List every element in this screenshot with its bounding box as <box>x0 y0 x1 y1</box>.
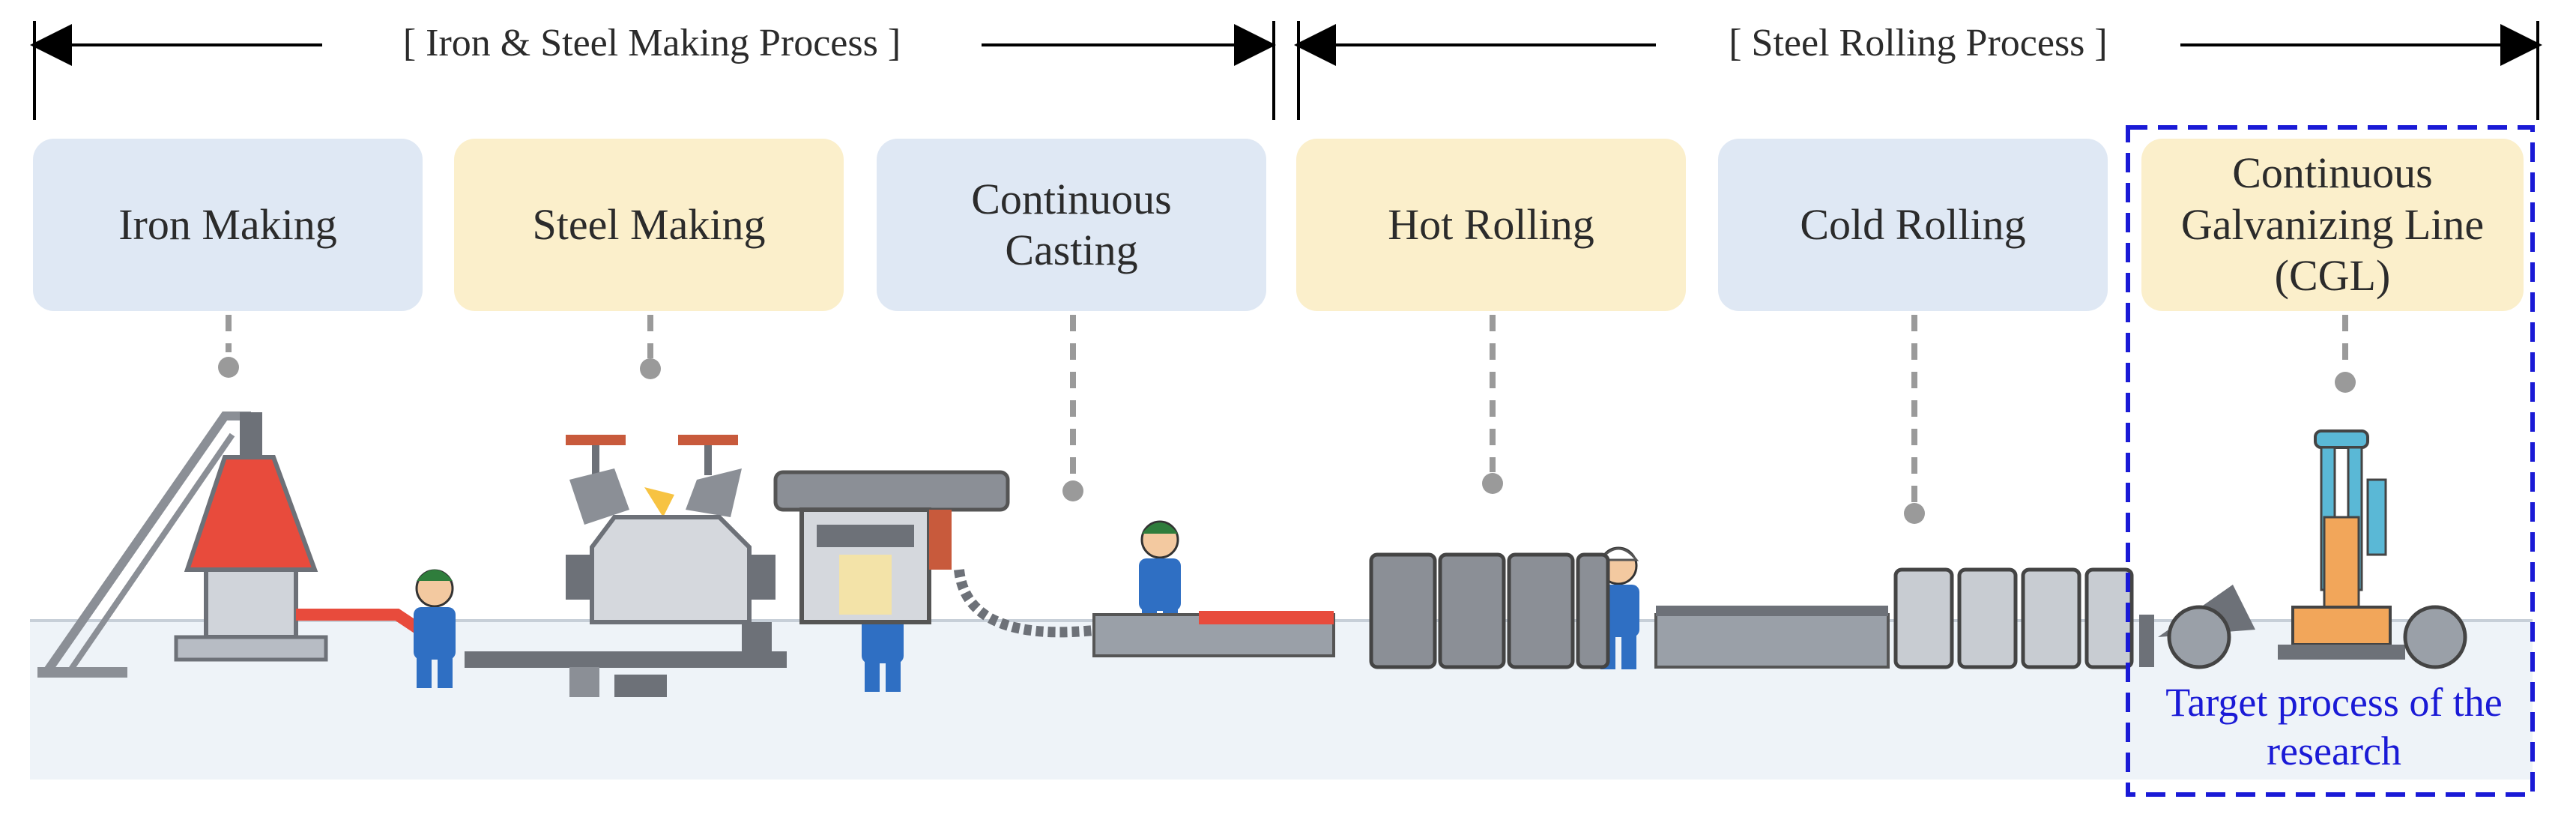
phase-label-rolling: [ Steel Rolling Process ] <box>1656 21 2180 65</box>
phase-arrow-iron-steel <box>30 21 1276 120</box>
step-box-cgl: Continuous Galvanizing Line (CGL) <box>2141 139 2524 311</box>
target-process-frame <box>2126 125 2535 797</box>
continuous-caster <box>773 470 1335 657</box>
phase-label-iron-steel: [ Iron & Steel Making Process ] <box>322 21 982 65</box>
cold-rolling-mill <box>1893 567 2134 669</box>
galvanizing-line <box>2139 429 2467 669</box>
phase-arrow-rolling <box>1272 21 2542 120</box>
target-process-label: Target process of the research <box>2165 680 2503 774</box>
blast-furnace <box>37 411 446 678</box>
hot-rolling-mill <box>1369 552 1890 669</box>
connectors <box>226 315 2348 502</box>
worker-figure-1 <box>414 569 456 688</box>
step-box-continuous-casting: Continuous Casting <box>877 139 1266 311</box>
connector-dots <box>218 357 2356 524</box>
steel-converter <box>465 435 787 697</box>
step-box-steel-making: Steel Making <box>454 139 844 311</box>
step-box-cold-rolling: Cold Rolling <box>1718 139 2108 311</box>
step-box-hot-rolling: Hot Rolling <box>1296 139 1686 311</box>
step-box-iron-making: Iron Making <box>33 139 423 311</box>
